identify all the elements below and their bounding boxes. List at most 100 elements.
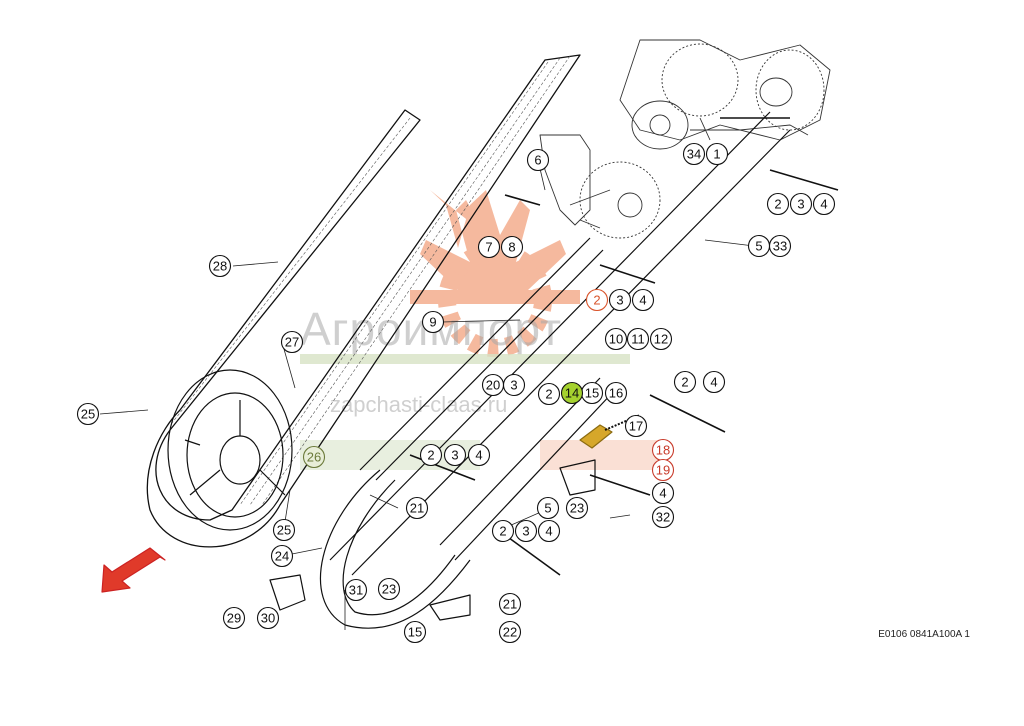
callout-circle [537,382,561,406]
watermark-site: zapchasti-claas.ru [330,392,507,417]
callout-label: 31 [349,583,363,598]
watermark-bar-green [300,354,630,364]
callout-28[interactable]: 28 [208,254,232,278]
callout-10[interactable]: 10 [604,327,628,351]
callout-2[interactable]: 2 [585,288,609,312]
callout-31[interactable]: 31 [344,578,368,602]
callout-label: 23 [382,582,396,597]
callout-12[interactable]: 12 [649,327,673,351]
callout-label: 10 [609,332,623,347]
callout-1[interactable]: 1 [705,142,729,166]
callout-label: 8 [508,240,515,255]
bolts [409,117,839,576]
callout-4[interactable]: 4 [651,481,675,505]
callout-circle [498,620,522,644]
callout-label: 5 [544,501,551,516]
callout-circle [272,518,296,542]
callout-16[interactable]: 16 [604,381,628,405]
callout-circle [76,402,100,426]
callout-circle [651,458,675,482]
callout-30[interactable]: 30 [256,606,280,630]
callout-label: 24 [275,549,289,564]
lower-shaft [439,377,616,561]
callout-label: 17 [629,419,643,434]
callout-21[interactable]: 21 [498,592,522,616]
callout-11[interactable]: 11 [626,327,650,351]
callout-32[interactable]: 32 [651,505,675,529]
callout-3[interactable]: 3 [608,288,632,312]
callout-33[interactable]: 33 [768,234,792,258]
callout-circle [673,370,697,394]
callout-18[interactable]: 18 [651,438,675,462]
callout-label: 12 [654,332,668,347]
callout-2[interactable]: 2 [673,370,697,394]
callout-circle [302,445,326,469]
callout-circle [537,519,561,543]
callout-2[interactable]: 2 [766,192,790,216]
callout-23[interactable]: 23 [377,577,401,601]
bracket-30 [269,574,306,611]
callout-17[interactable]: 17 [624,414,648,438]
callout-3[interactable]: 3 [514,519,538,543]
callout-19[interactable]: 19 [651,458,675,482]
callout-3[interactable]: 3 [789,192,813,216]
callout-circle [208,254,232,278]
callout-24[interactable]: 24 [270,544,294,568]
callout-2[interactable]: 2 [537,382,561,406]
callout-27[interactable]: 27 [280,330,304,354]
callout-2[interactable]: 2 [419,443,443,467]
callout-circle [702,370,726,394]
callout-25[interactable]: 25 [76,402,100,426]
callout-4[interactable]: 4 [631,288,655,312]
callout-circle [405,496,429,520]
callout-label: 21 [410,501,424,516]
callout-circle [477,235,501,259]
callout-8[interactable]: 8 [500,235,524,259]
callout-label: 4 [545,524,552,539]
callout-circle [443,443,467,467]
callout-circle [626,327,650,351]
callout-4[interactable]: 4 [812,192,836,216]
callout-circle [491,519,515,543]
callout-4[interactable]: 4 [467,443,491,467]
callout-label: 16 [609,386,623,401]
callout-9[interactable]: 9 [421,310,445,334]
callout-label: 28 [213,259,227,274]
callout-circle [514,519,538,543]
callout-6[interactable]: 6 [526,148,550,172]
callout-15[interactable]: 15 [403,620,427,644]
callout-label: 3 [451,448,458,463]
callout-circle [377,577,401,601]
callout-label: 4 [639,293,646,308]
callout-4[interactable]: 4 [702,370,726,394]
callout-4[interactable]: 4 [537,519,561,543]
callout-5[interactable]: 5 [747,234,771,258]
callout-label: 34 [687,147,701,162]
callout-circle [419,443,443,467]
callout-23[interactable]: 23 [565,496,589,520]
callout-29[interactable]: 29 [222,606,246,630]
callout-label: 2 [427,448,434,463]
callout-3[interactable]: 3 [502,373,526,397]
callout-22[interactable]: 22 [498,620,522,644]
callout-20[interactable]: 20 [481,373,505,397]
callout-7[interactable]: 7 [477,235,501,259]
callout-26[interactable]: 26 [302,445,326,469]
callout-label: 18 [656,443,670,458]
callout-circle [344,578,368,602]
callout-25[interactable]: 25 [272,518,296,542]
callout-14[interactable]: 14 [560,381,584,405]
callout-label: 3 [510,378,517,393]
callout-21[interactable]: 21 [405,496,429,520]
callout-label: 14 [565,386,579,401]
callout-2[interactable]: 2 [491,519,515,543]
callout-5[interactable]: 5 [536,496,560,520]
callout-circle [705,142,729,166]
direction-arrow-icon [101,547,166,593]
callout-15[interactable]: 15 [580,381,604,405]
callout-34[interactable]: 34 [682,142,706,166]
callout-3[interactable]: 3 [443,443,467,467]
callout-circle [649,327,673,351]
callout-circle [526,148,550,172]
